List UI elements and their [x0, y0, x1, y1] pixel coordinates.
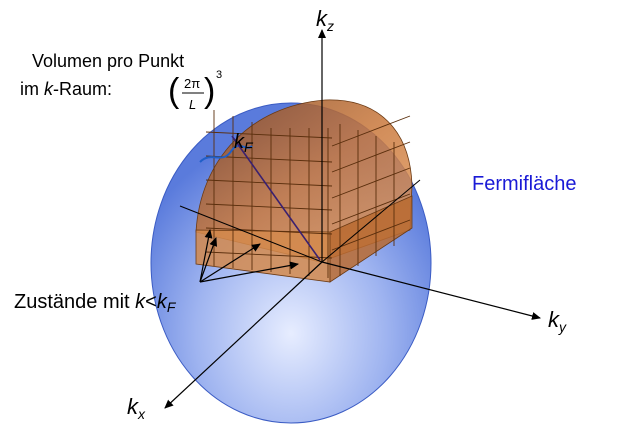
kx-axis-back	[321, 179, 421, 263]
octant-side-face	[329, 195, 413, 283]
lattice-grid	[205, 110, 411, 278]
kf-radius	[231, 135, 321, 261]
svg-text:): )	[204, 72, 215, 110]
volume-label-line2: im k-Raum:	[20, 79, 112, 99]
volume-label-line1: Volumen pro Punkt	[32, 51, 184, 71]
lattice-line	[205, 179, 333, 187]
lattice-line	[205, 203, 333, 211]
kf-label: kF	[234, 131, 254, 155]
lattice-line	[205, 131, 333, 139]
formula-denominator: L	[189, 97, 196, 112]
kz-label: kz	[316, 6, 334, 34]
volume-formula: ( 2π L ) 3	[168, 69, 222, 112]
kx-label: kx	[127, 394, 146, 422]
lattice-line	[331, 219, 411, 251]
fermi-surface-label: Fermifläche	[472, 173, 576, 195]
states-label: Zustände mit k<kF	[14, 291, 177, 315]
lattice-line	[331, 141, 411, 173]
lattice-line	[205, 155, 333, 163]
lattice-line	[331, 115, 411, 147]
formula-numerator: 2π	[184, 76, 200, 91]
ky-axis-back	[179, 205, 323, 263]
ky-label: ky	[548, 307, 567, 335]
svg-text:(: (	[168, 72, 180, 110]
states-pointers	[199, 229, 299, 283]
ky-axis	[321, 261, 541, 320]
lattice-line	[331, 167, 411, 199]
kf-curve	[199, 144, 253, 163]
occupied-states-lattice	[195, 99, 413, 283]
lattice-line	[205, 227, 333, 235]
lattice-line	[205, 251, 333, 259]
kx-axis	[164, 261, 323, 409]
formula-exponent: 3	[216, 69, 222, 81]
